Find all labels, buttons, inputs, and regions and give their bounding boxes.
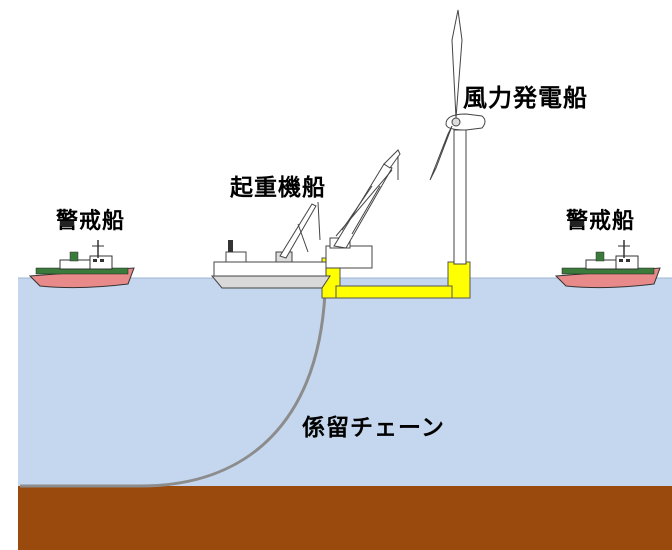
mooring-chain xyxy=(20,292,327,488)
seabed xyxy=(18,486,672,550)
guard-ship-left xyxy=(28,240,135,289)
mooring-chain-label: 係留チェーン xyxy=(302,415,445,441)
guard-ship-right xyxy=(554,240,661,289)
wind-turbine-ship-label: 風力発電船 xyxy=(463,84,588,112)
wind-turbine xyxy=(429,9,486,265)
guard-ship-left-label: 警戒船 xyxy=(56,209,126,234)
sea xyxy=(18,278,672,488)
crane-ship-label: 起重機船 xyxy=(230,175,326,201)
guard-ship-right-label: 警戒船 xyxy=(566,209,636,234)
crane-barge xyxy=(210,149,401,289)
